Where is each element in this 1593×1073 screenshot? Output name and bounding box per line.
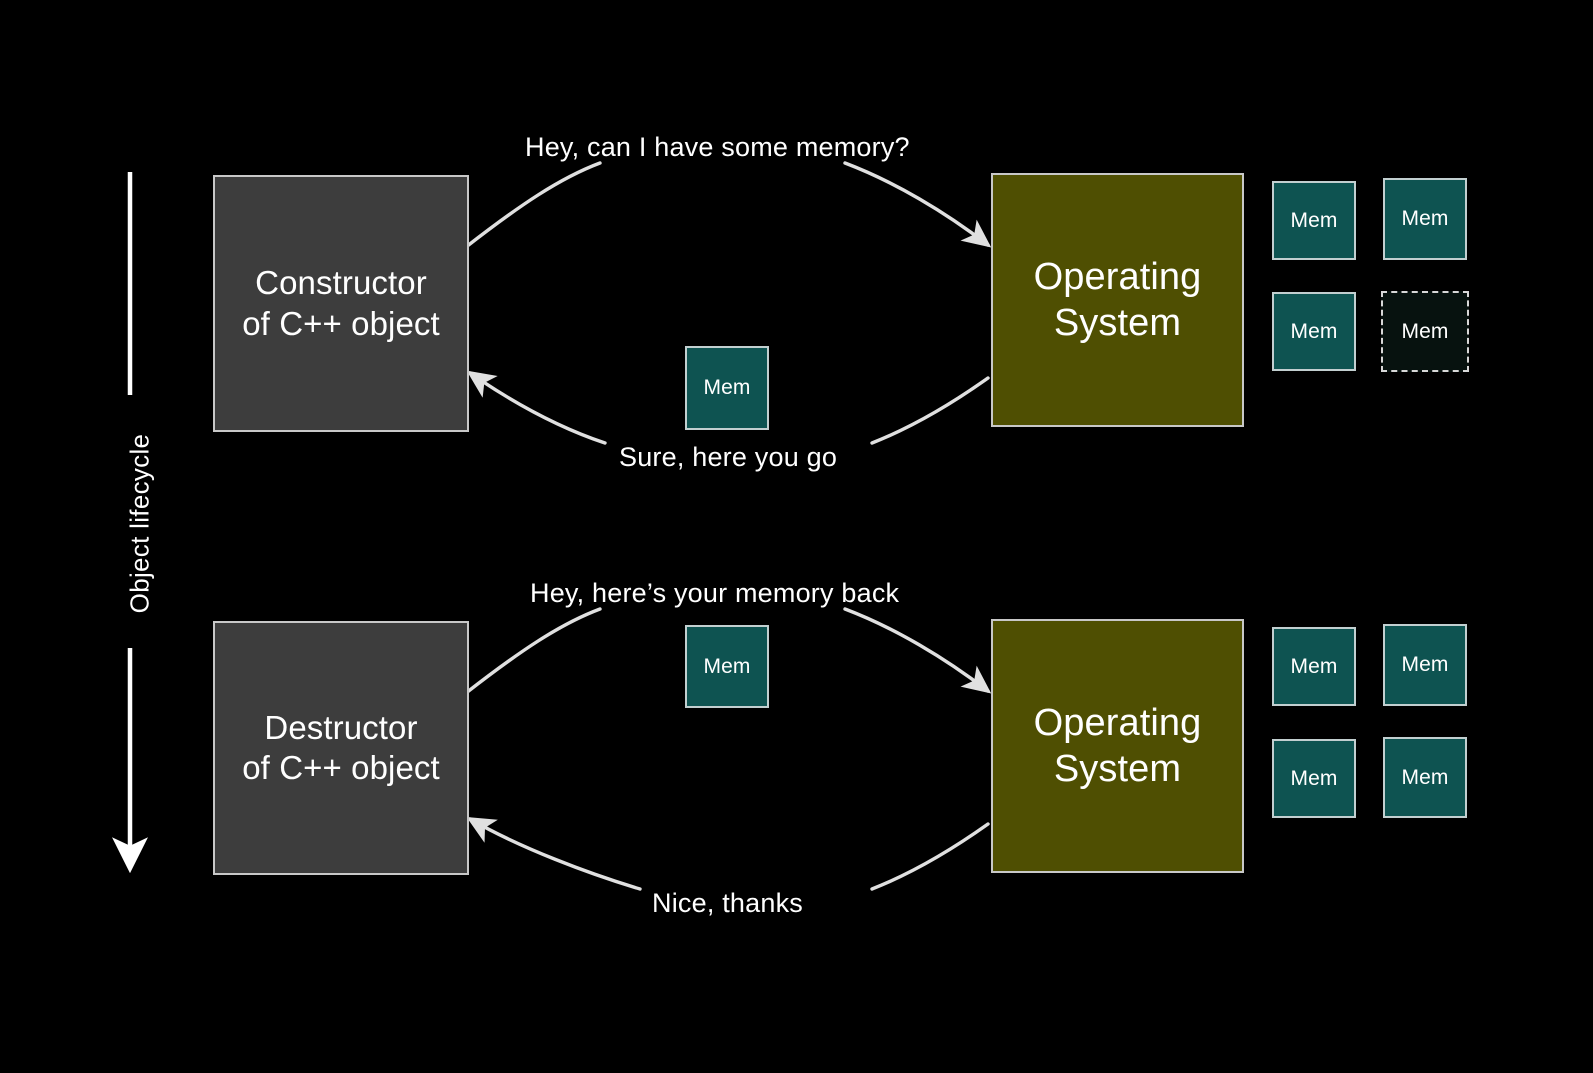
request-label-construction: Hey, can I have some memory?	[525, 132, 910, 162]
mem-pool-block-construction-3[interactable]: Mem	[1272, 292, 1356, 371]
request-label-destruction: Hey, here’s your memory back	[530, 578, 900, 608]
mem-pool-block-construction-4-free[interactable]: Mem	[1381, 291, 1469, 372]
arrow-request-construction	[464, 161, 992, 249]
transit-mem-block-destruction[interactable]: Mem	[685, 625, 769, 708]
mem-pool-label-construction-2: Mem	[1401, 207, 1449, 231]
os-line-1-construction: Operating	[1033, 255, 1202, 298]
mem-pool-block-destruction-2[interactable]: Mem	[1383, 624, 1467, 706]
constructor-line-1: Constructor	[255, 264, 427, 302]
constructor-line-2: of C++ object	[242, 304, 440, 342]
response-label-construction: Sure, here you go	[619, 442, 838, 472]
transit-mem-block-construction[interactable]: Mem	[685, 346, 769, 430]
transit-mem-block-label-destruction: Mem	[703, 654, 751, 678]
mem-pool-label-destruction-1: Mem	[1290, 654, 1338, 678]
mem-pool-label-destruction-2: Mem	[1401, 653, 1449, 677]
mem-pool-block-destruction-1[interactable]: Mem	[1272, 627, 1356, 706]
mem-pool-label-construction-4: Mem	[1401, 319, 1449, 343]
mem-pool-label-construction-1: Mem	[1290, 208, 1338, 232]
operating-system-text-destruction: Operating System	[1034, 700, 1202, 793]
destructor-box-text: Destructor of C++ object	[242, 708, 440, 789]
destructor-box[interactable]: Destructor of C++ object	[213, 621, 469, 875]
mem-pool-block-destruction-3[interactable]: Mem	[1272, 739, 1356, 818]
os-line-1-destruction: Operating	[1033, 701, 1202, 744]
operating-system-text-construction: Operating System	[1034, 254, 1202, 347]
os-line-2-construction: System	[1053, 302, 1182, 344]
lifecycle-axis-label: Object lifecycle	[124, 433, 155, 614]
constructor-box[interactable]: Constructor of C++ object	[213, 175, 469, 432]
response-label-destruction: Nice, thanks	[652, 888, 803, 918]
mem-pool-block-construction-1[interactable]: Mem	[1272, 181, 1356, 260]
constructor-box-text: Constructor of C++ object	[242, 263, 440, 344]
os-line-2-destruction: System	[1053, 748, 1182, 790]
arrow-response-destruction	[466, 816, 990, 891]
mem-pool-label-construction-3: Mem	[1290, 319, 1338, 343]
mem-pool-block-construction-2[interactable]: Mem	[1383, 178, 1467, 260]
mem-pool-label-destruction-3: Mem	[1290, 766, 1338, 790]
destructor-line-2: of C++ object	[242, 749, 440, 786]
transit-mem-block-label-construction: Mem	[703, 376, 751, 400]
operating-system-box-destruction[interactable]: Operating System	[991, 619, 1244, 873]
mem-pool-block-destruction-4[interactable]: Mem	[1383, 737, 1467, 818]
destructor-line-1: Destructor	[264, 708, 418, 746]
mem-pool-label-destruction-4: Mem	[1401, 765, 1449, 789]
operating-system-box-construction[interactable]: Operating System	[991, 173, 1244, 427]
